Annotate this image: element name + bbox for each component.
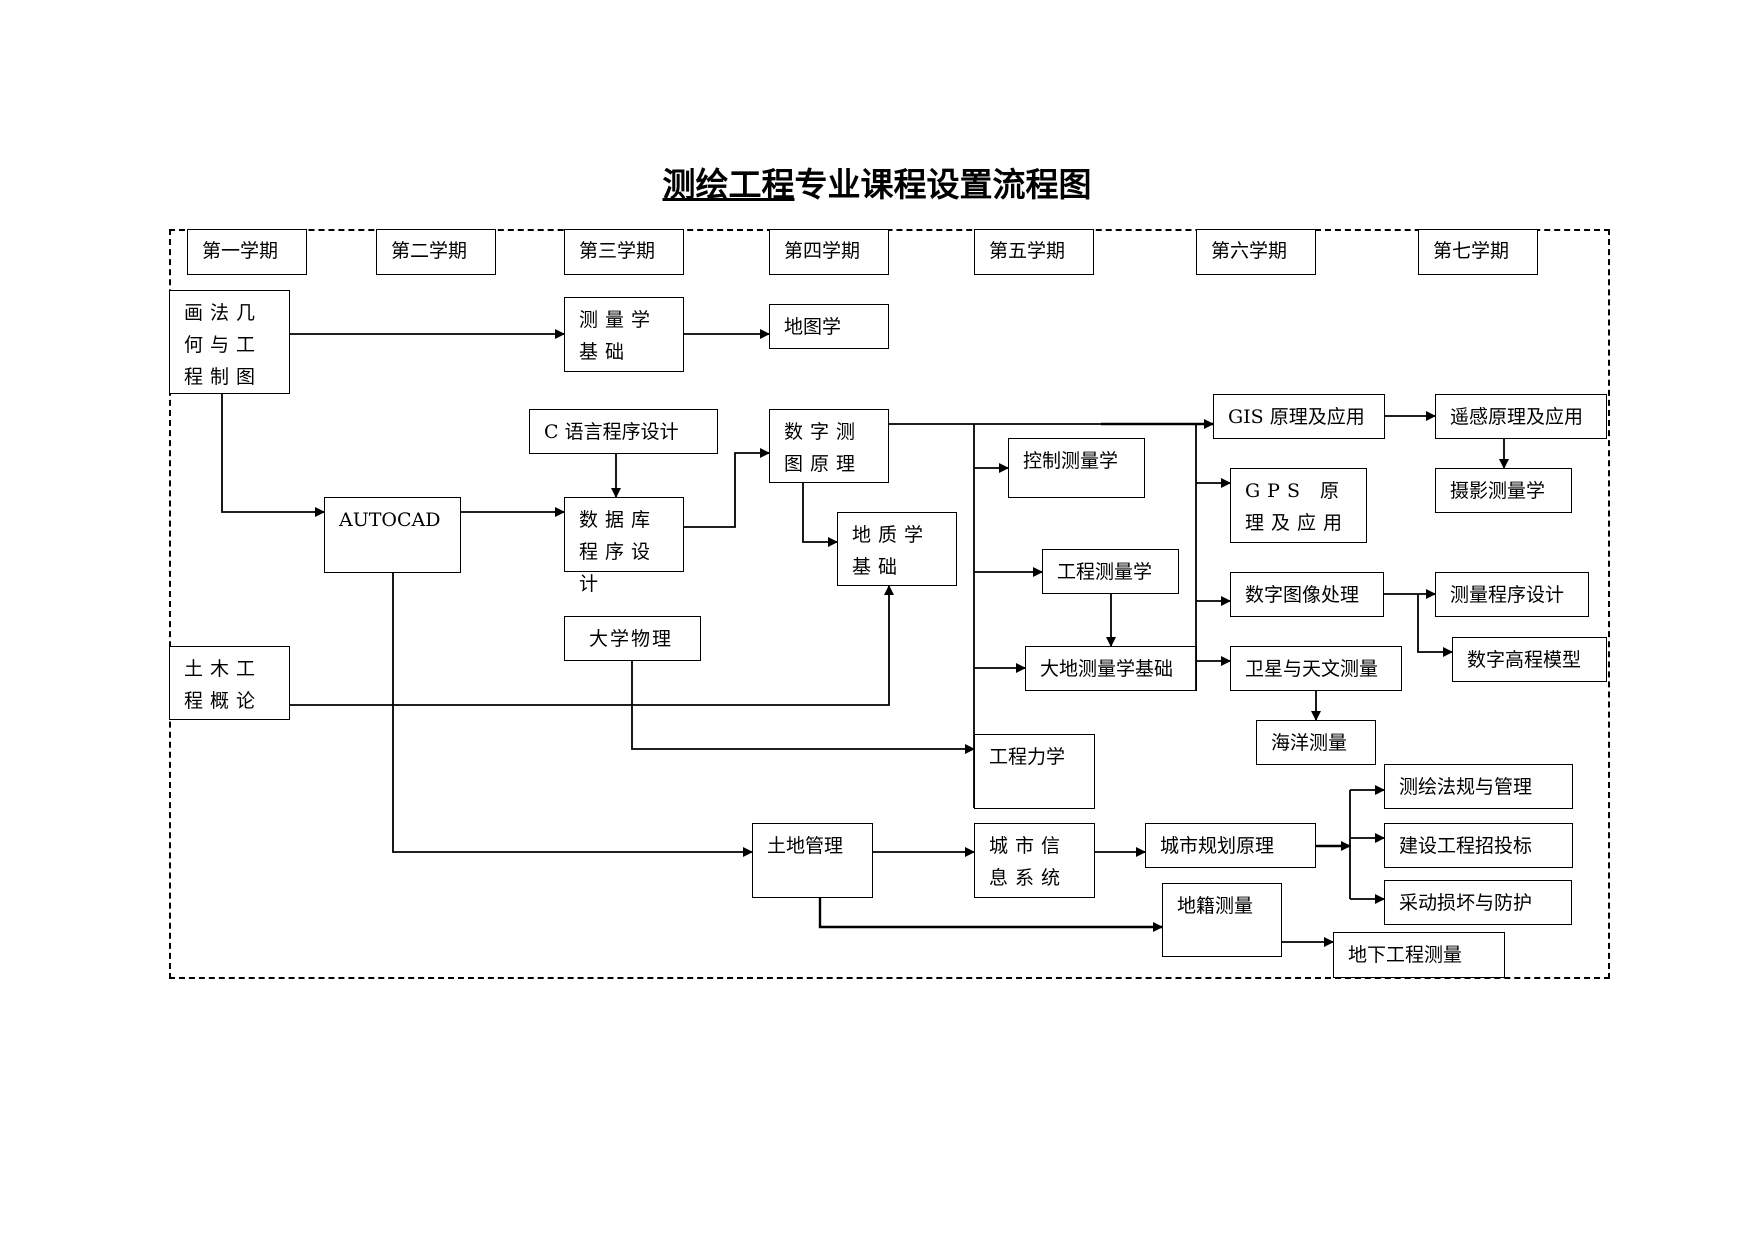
title-rest: 专业课程设置流程图 (794, 165, 1092, 204)
course-haiyang: 海洋测量 (1256, 720, 1376, 765)
course-shuzicetu: 数字测图原理 (769, 409, 889, 483)
course-autocad: AUTOCAD (324, 497, 461, 573)
course-weixing: 卫星与天文测量 (1230, 646, 1402, 691)
course-dizhi: 地质学基础 (837, 512, 957, 586)
page-title: 测绘工程专业课程设置流程图 (0, 158, 1754, 206)
course-sheying: 摄影测量学 (1435, 468, 1572, 513)
course-gps: GPS 原理及应用 (1230, 468, 1367, 543)
course-cyuyan: C 语言程序设计 (529, 409, 718, 454)
diagram-frame (169, 229, 1610, 979)
course-lixue: 工程力学 (974, 734, 1095, 809)
course-chengshixinxi: 城市信息系统 (974, 823, 1095, 898)
semester-1-label: 第一学期 (187, 229, 307, 275)
semester-4-label: 第四学期 (769, 229, 889, 275)
course-diji: 地籍测量 (1162, 883, 1282, 957)
course-celiangxue: 测量学基础 (564, 297, 684, 372)
title-underlined: 测绘工程 (662, 165, 795, 204)
course-guihua: 城市规划原理 (1145, 823, 1316, 868)
course-daxuewuli: 大学物理 (564, 616, 701, 661)
course-chengxu: 测量程序设计 (1435, 572, 1589, 617)
course-gis: GIS 原理及应用 (1213, 394, 1385, 439)
course-ditu: 地图学 (769, 304, 889, 349)
course-fagui: 测绘法规与管理 (1384, 764, 1573, 809)
semester-6-label: 第六学期 (1196, 229, 1316, 275)
course-shujuku: 数据库程序设计 (564, 497, 684, 595)
course-kongzhi: 控制测量学 (1008, 438, 1145, 498)
course-dixia: 地下工程测量 (1333, 932, 1505, 978)
course-shuzituxiang: 数字图像处理 (1230, 572, 1384, 617)
course-caidong: 采动损坏与防护 (1384, 880, 1572, 925)
course-huafa: 画法几何与工程制图 (169, 290, 290, 394)
course-yaogan: 遥感原理及应用 (1435, 394, 1607, 439)
course-dadi: 大地测量学基础 (1025, 646, 1197, 691)
course-tudi: 土地管理 (752, 823, 873, 898)
semester-7-label: 第七学期 (1418, 229, 1538, 275)
semester-2-label: 第二学期 (376, 229, 496, 275)
course-zhaotoubiao: 建设工程招投标 (1384, 823, 1573, 868)
course-gongchengcl: 工程测量学 (1042, 549, 1179, 594)
course-gaocheng: 数字高程模型 (1452, 637, 1607, 682)
semester-3-label: 第三学期 (564, 229, 684, 275)
course-tumu: 土木工程概论 (169, 646, 290, 720)
semester-5-label: 第五学期 (974, 229, 1094, 275)
